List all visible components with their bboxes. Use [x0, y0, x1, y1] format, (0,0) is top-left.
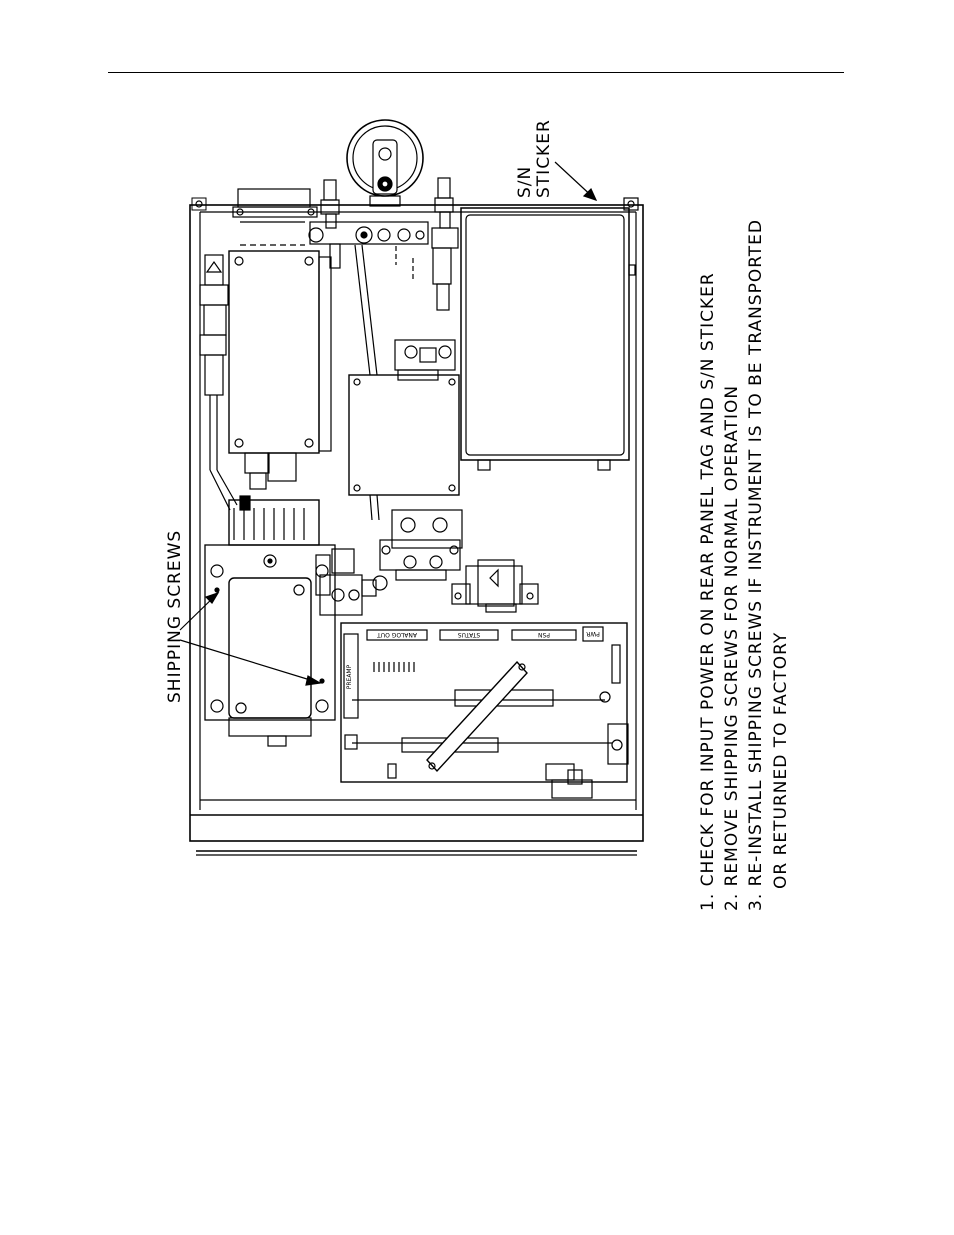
main-pcb: [340, 622, 629, 799]
board-label-psn: PSN: [538, 631, 550, 638]
header-rule: [108, 72, 844, 73]
board-label-pwr: PWR: [586, 630, 600, 637]
board-label-analog-out: ANALOG OUT: [377, 631, 417, 638]
shipping-screws-label: SHIPPING SCREWS: [165, 530, 185, 703]
rear-connector: [232, 188, 318, 246]
center-tube: [354, 244, 380, 521]
pressure-gauge: [346, 119, 424, 207]
source-block: [204, 544, 336, 747]
left-filter-assembly: [199, 254, 238, 511]
note-3: 3. RE-INSTALL SHIPPING SCREWS IF INSTRUM…: [746, 218, 766, 911]
power-entry: [451, 559, 539, 613]
board-labels: ANALOG OUT STATUS PSN PWR PREAMP: [346, 630, 600, 689]
note-2: 2. REMOVE SHIPPING SCREWS FOR NORMAL OPE…: [722, 384, 742, 911]
right-power-module: [460, 207, 636, 471]
callout-leaders: [179, 161, 598, 686]
note-1: 1. CHECK FOR INPUT POWER ON REAR PANEL T…: [698, 272, 718, 911]
center-module: [348, 374, 460, 496]
chassis: [189, 204, 644, 856]
center-top-valve: [394, 339, 456, 381]
gas-fittings: [308, 177, 459, 311]
sn-sticker-label-line2: STICKER: [534, 119, 554, 198]
heat-sink: [228, 495, 320, 546]
board-label-status: STATUS: [458, 631, 481, 638]
note-3-continued: OR RETURNED TO FACTORY: [771, 631, 791, 889]
corner-screws: [191, 197, 639, 211]
center-bottom-valve: [379, 509, 463, 581]
board-label-preamp: PREAMP: [346, 664, 353, 689]
sn-sticker-label-line1: S/N: [515, 166, 535, 198]
upper-left-module: [228, 250, 332, 490]
callout-labels: S/N STICKER SHIPPING SCREWS: [165, 119, 554, 703]
mid-valve-block: [315, 548, 388, 616]
